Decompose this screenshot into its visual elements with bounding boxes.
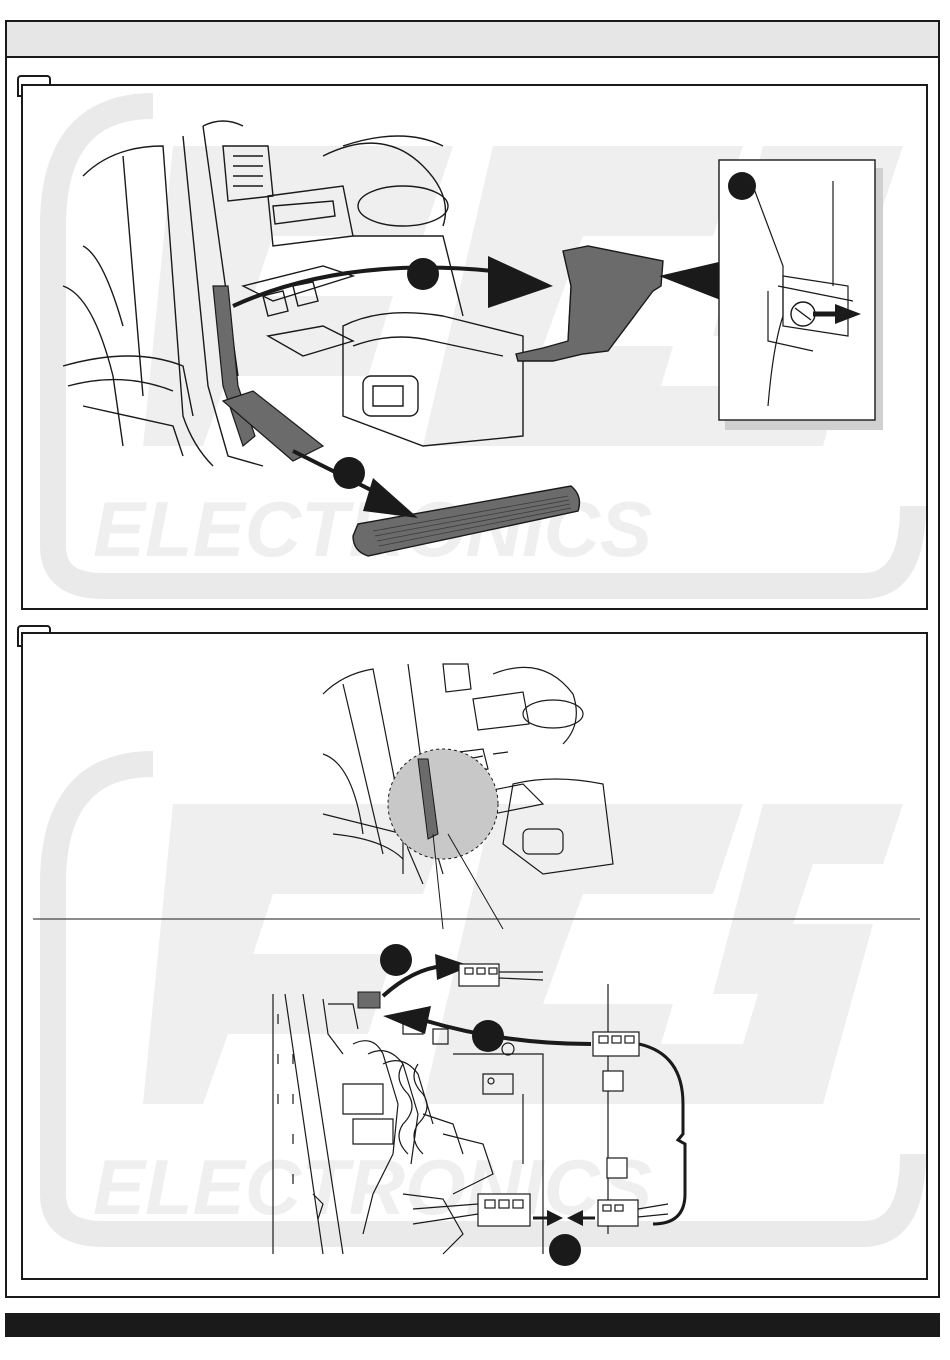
numbered-callout-circle: [728, 172, 756, 200]
vehicle-connector: [358, 992, 380, 1008]
harness-label-box: [607, 1158, 627, 1178]
numbered-callout-circle: [333, 457, 365, 489]
zoom-leader: [659, 261, 723, 301]
connector-plug: [593, 1032, 639, 1056]
highlight-circle: [388, 749, 498, 859]
step-2-panel: ELECTRONICS: [21, 632, 928, 1280]
numbered-callout-circle: [407, 258, 439, 290]
step-1-illustration: ELECTRONICS: [23, 86, 928, 610]
footer-bar: [5, 1313, 940, 1337]
header-bar: [7, 22, 938, 58]
numbered-callout-circle: [472, 1020, 504, 1052]
numbered-callout-circle: [549, 1234, 581, 1266]
step-2-illustration: ELECTRONICS: [23, 634, 928, 1280]
step-1-panel: ELECTRONICS: [21, 84, 928, 610]
harness-label-box: [603, 1071, 623, 1091]
direction-arrow-5-head: [383, 1006, 431, 1034]
numbered-callout-circle: [380, 944, 412, 976]
